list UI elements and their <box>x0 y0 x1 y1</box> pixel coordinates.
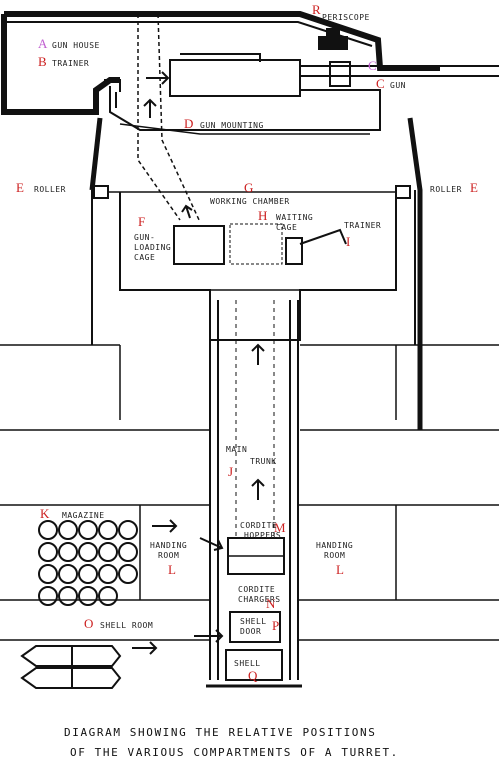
label-waiting-cage-2: CAGE <box>276 223 297 232</box>
label-trainer-top: TRAINER <box>52 59 89 68</box>
letter-N: N <box>266 596 276 611</box>
label-roller-right: ROLLER <box>430 185 462 194</box>
letter-E-left: E <box>16 180 24 195</box>
waiting-cage <box>229 223 283 265</box>
label-shell-door-2: DOOR <box>240 627 261 636</box>
letter-H: H <box>258 208 267 223</box>
label-roller-left: ROLLER <box>34 185 66 194</box>
label-shell-door-1: SHELL <box>240 617 267 626</box>
label-gun-mounting: GUN MOUNTING <box>200 121 264 130</box>
caption-line-1: DIAGRAM SHOWING THE RELATIVE POSITIONS <box>64 726 376 739</box>
letter-Q: Q <box>248 668 258 683</box>
label-cordite-chargers-1: CORDITE <box>238 585 275 594</box>
periscope-shape <box>318 36 348 50</box>
magazine-cylinders <box>38 520 138 606</box>
shell-door-cage <box>229 611 281 643</box>
letter-G: G <box>244 180 253 195</box>
gun-loading-cage <box>173 225 225 265</box>
letter-C-top: C <box>368 58 377 73</box>
letter-J: J <box>228 464 233 479</box>
label-trainer-right: TRAINER <box>344 221 381 230</box>
label-handling-room-left-2: ROOM <box>158 551 179 560</box>
label-shell-room: SHELL ROOM <box>100 621 153 630</box>
barbette-left-wall <box>89 117 103 191</box>
barbette-right-wall <box>407 117 423 430</box>
label-shell-bottom: SHELL <box>234 659 261 668</box>
gun-mounting <box>104 79 381 131</box>
letter-D: D <box>184 116 193 131</box>
gun-barrel <box>300 65 499 77</box>
gun-body <box>169 53 301 97</box>
letter-O: O <box>84 616 93 631</box>
label-gun-loading-cage-3: CAGE <box>134 253 155 262</box>
letter-A: A <box>38 36 48 51</box>
label-magazine: MAGAZINE <box>62 511 105 520</box>
label-gun-loading-cage-2: LOADING <box>134 243 171 252</box>
shell-bottom-cage <box>225 649 283 681</box>
label-cordite-chargers-2: CHARGERS <box>238 595 281 604</box>
letter-B: B <box>38 54 47 69</box>
letter-M: M <box>274 520 286 535</box>
label-gun-loading-cage-1: GUN- <box>134 233 155 242</box>
label-handling-room-left-1: HANDING <box>150 541 187 550</box>
letter-L-left: L <box>168 562 176 577</box>
letter-C: C <box>376 76 385 91</box>
label-periscope: PERISCOPE <box>322 13 370 22</box>
label-handling-room-right-2: ROOM <box>324 551 345 560</box>
cage-path-dashed <box>137 13 201 223</box>
label-cordite-hoppers-1: CORDITE <box>240 521 277 530</box>
letter-P: P <box>272 618 279 633</box>
letter-E-right: E <box>470 180 478 195</box>
label-main-trunk-1: MAIN <box>226 445 247 454</box>
label-gun: GUN <box>390 81 406 90</box>
label-working-chamber: WORKING CHAMBER <box>210 197 290 206</box>
letter-I: I <box>346 234 350 249</box>
label-handling-room-right-1: HANDING <box>316 541 353 550</box>
letter-K: K <box>40 506 50 521</box>
letter-R: R <box>312 2 321 17</box>
caption-line-2: OF THE VARIOUS COMPARTMENTS OF A TURRET. <box>70 746 399 759</box>
letter-L-right: L <box>336 562 344 577</box>
letter-F: F <box>138 214 145 229</box>
label-main-trunk-2: TRUNK <box>250 457 277 466</box>
label-gun-house: GUN HOUSE <box>52 41 100 50</box>
label-cordite-hoppers-2: HOPPERS <box>244 531 281 540</box>
label-waiting-cage-1: WAITING <box>276 213 313 222</box>
shell-stack <box>20 645 122 689</box>
main-trunk <box>209 300 299 680</box>
